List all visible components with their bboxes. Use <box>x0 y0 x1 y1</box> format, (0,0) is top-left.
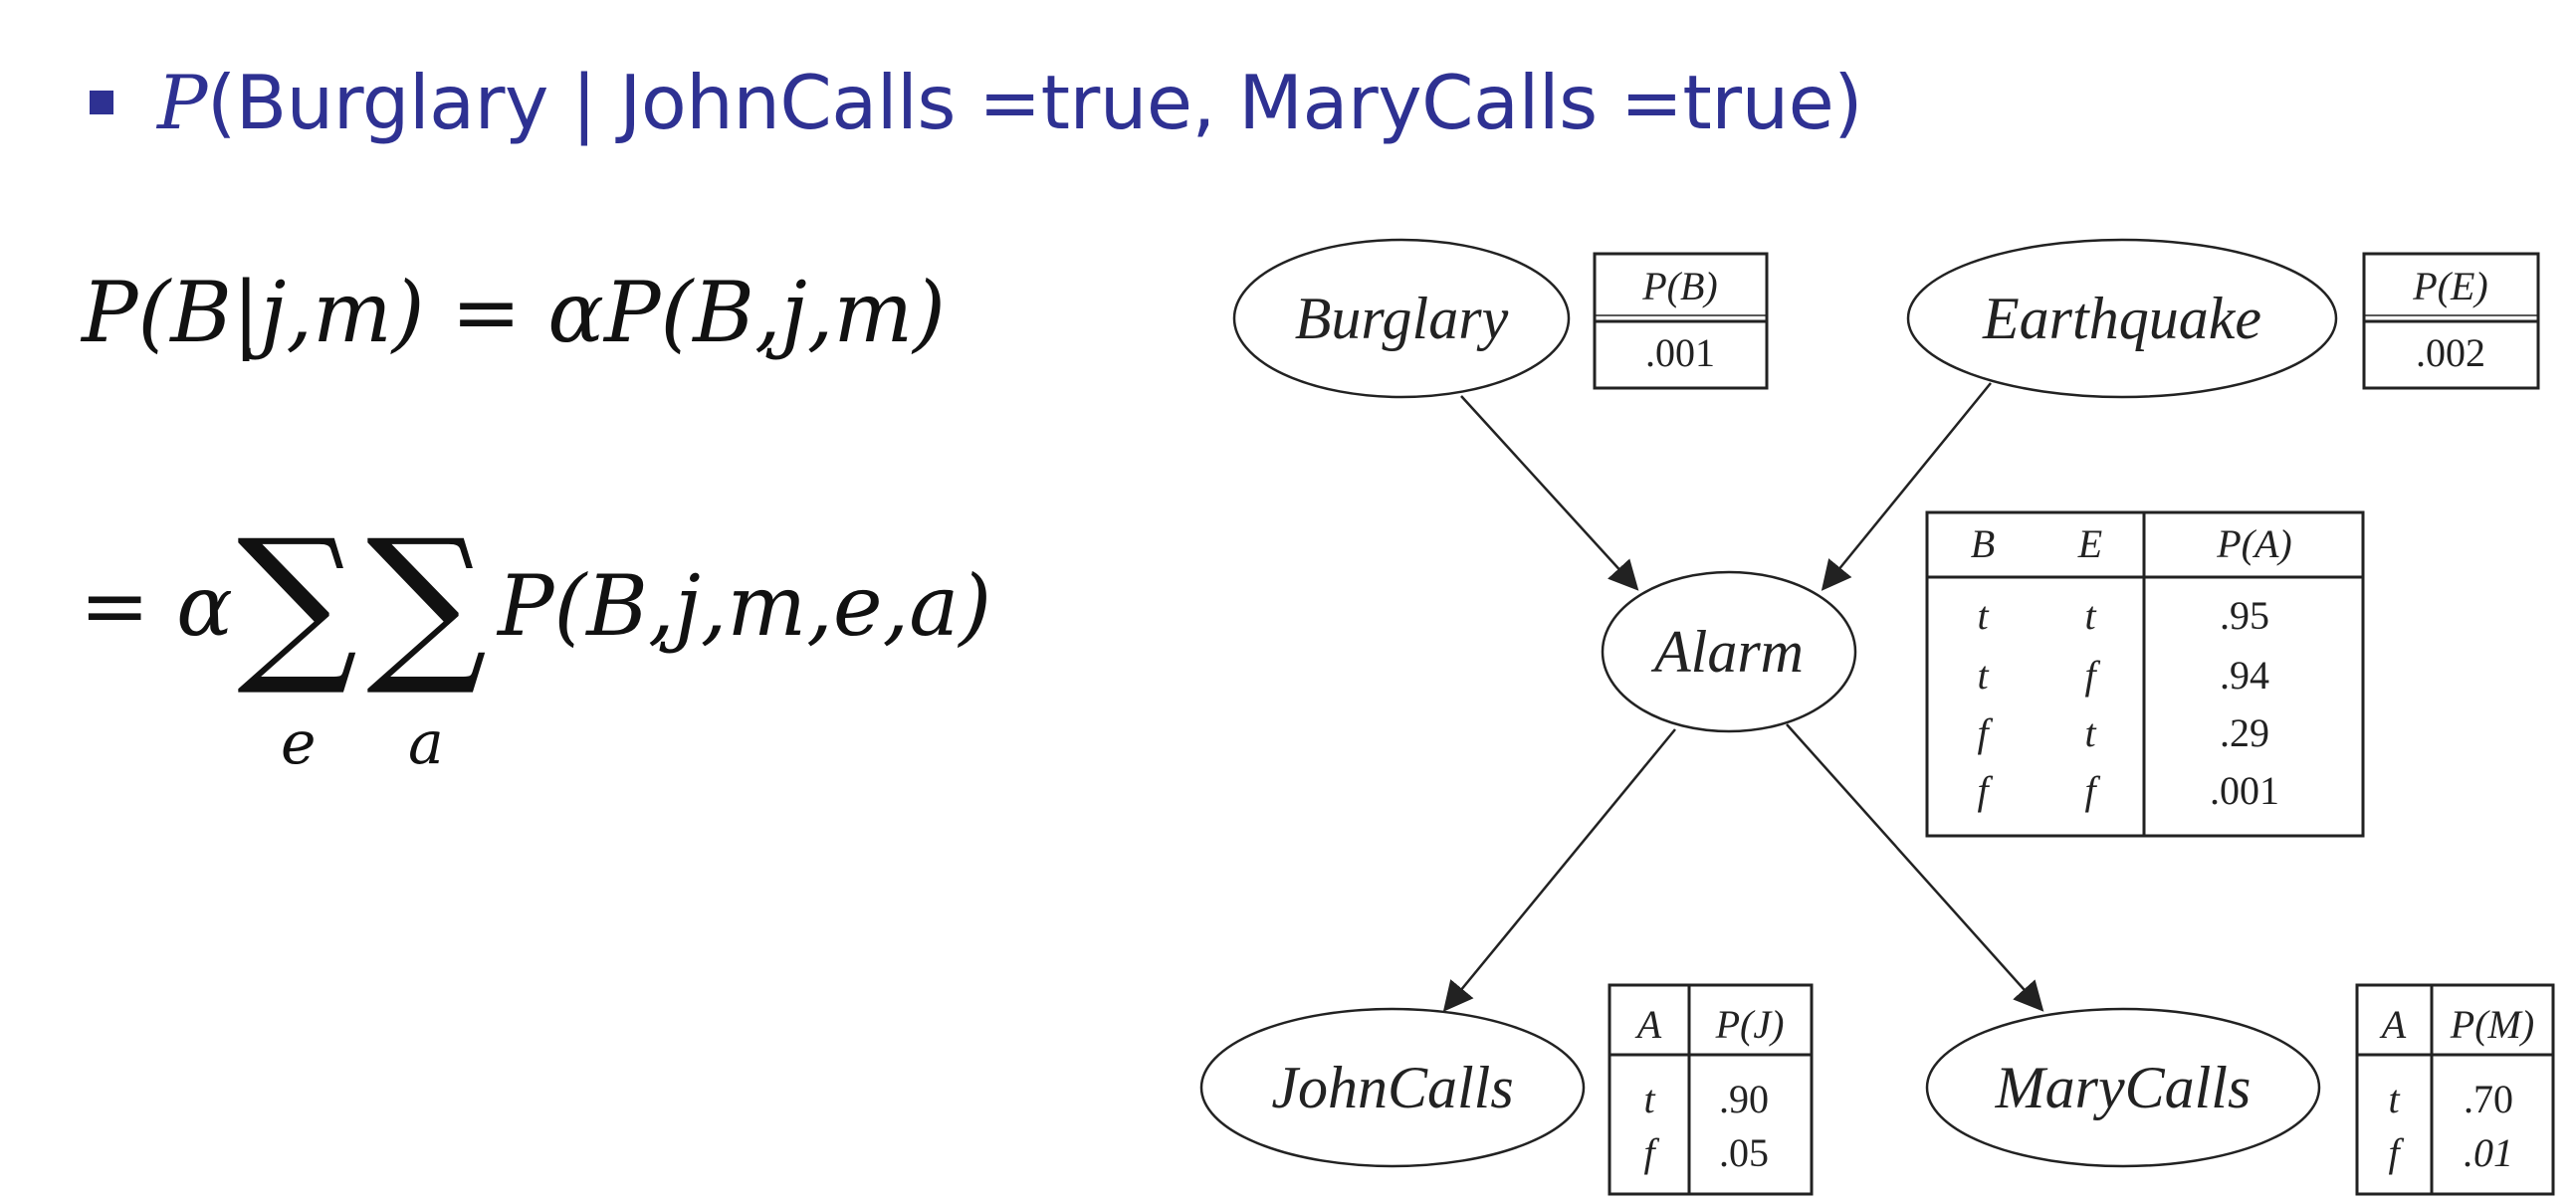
cpt-earthquake: P(E) .002 <box>2362 252 2540 390</box>
cpt-alarm-header-pa: P(A) <box>2216 521 2292 566</box>
cpt-johncalls: A P(J) t .90 f .05 <box>1608 983 1814 1196</box>
cpt-burglary-value: .001 <box>1645 330 1715 375</box>
cpt-burglary: P(B) .001 <box>1593 252 1769 390</box>
slide-title: P(Burglary | JohnCalls =true, MaryCalls … <box>157 59 1863 146</box>
cpt-alarm-cell: .95 <box>2220 593 2269 638</box>
cpt-alarm: B E P(A) t t .95 t f .94 f t .29 f f .00… <box>1925 510 2365 838</box>
cpt-earthquake-value: .002 <box>2416 330 2485 375</box>
node-burglary: Burglary <box>1232 238 1571 399</box>
node-marycalls-label: MaryCalls <box>1995 1055 2252 1120</box>
title-rest: (Burglary | JohnCalls =true, MaryCalls =… <box>206 59 1863 146</box>
cpt-marycalls-cell: t <box>2388 1077 2400 1121</box>
edge-alarm-marycalls <box>1786 723 2044 1012</box>
cpt-alarm-cell: .001 <box>2210 768 2279 813</box>
edge-burglary-alarm <box>1460 395 1639 591</box>
node-marycalls: MaryCalls <box>1925 1007 2321 1168</box>
cpt-alarm-cell: t <box>1977 653 1989 698</box>
cpt-johncalls-cell: .90 <box>1719 1077 1769 1121</box>
cpt-alarm-cell: .94 <box>2220 653 2269 698</box>
cpt-alarm-header-e: E <box>2077 521 2102 566</box>
cpt-burglary-header: P(B) <box>1641 264 1718 308</box>
cpt-alarm-cell: t <box>1977 593 1989 638</box>
cpt-johncalls-header-pj: P(J) <box>1715 1002 1785 1047</box>
edge-alarm-johncalls <box>1442 728 1676 1012</box>
cpt-alarm-header-b: B <box>1971 521 1995 566</box>
bullet-square-icon <box>90 91 113 114</box>
cpt-johncalls-cell: t <box>1643 1077 1655 1121</box>
node-earthquake: Earthquake <box>1906 238 2338 399</box>
cpt-marycalls-header-a: A <box>2379 1002 2407 1047</box>
node-alarm: Alarm <box>1601 570 1857 733</box>
node-johncalls-label: JohnCalls <box>1271 1055 1513 1120</box>
cpt-alarm-cell: t <box>2084 593 2096 638</box>
equation-2-rhs: P(B,j,m,e,a) <box>498 557 992 655</box>
node-earthquake-label: Earthquake <box>1982 286 2261 351</box>
cpt-marycalls-cell: .01 <box>2464 1130 2513 1175</box>
sum-subscript-e: e <box>281 708 317 778</box>
cpt-alarm-cell: .29 <box>2220 710 2269 755</box>
cpt-marycalls: A P(M) t .70 f .01 <box>2355 983 2555 1196</box>
node-burglary-label: Burglary <box>1295 286 1509 351</box>
equation-2-lhs: = α <box>80 557 233 655</box>
edges <box>1442 382 2044 1012</box>
cpt-johncalls-cell: .05 <box>1719 1130 1769 1175</box>
node-johncalls: JohnCalls <box>1199 1007 1586 1168</box>
cpt-alarm-cell: t <box>2084 710 2096 755</box>
equation-1: P(B|j,m) = αP(B,j,m) <box>82 264 946 361</box>
sum-symbol-a: ∑ <box>366 503 488 701</box>
cpt-marycalls-cell: .70 <box>2464 1077 2513 1121</box>
edge-earthquake-alarm <box>1821 382 1992 591</box>
node-alarm-label: Alarm <box>1650 619 1804 685</box>
cpt-marycalls-header-pm: P(M) <box>2450 1002 2534 1047</box>
title-bullet: P(Burglary | JohnCalls =true, MaryCalls … <box>90 48 1863 157</box>
cpt-johncalls-header-a: A <box>1634 1002 1662 1047</box>
sum-subscript-a: a <box>408 708 444 778</box>
cpt-earthquake-header: P(E) <box>2412 264 2488 308</box>
title-p: P <box>157 59 207 146</box>
sum-symbol-e: ∑ <box>237 503 358 701</box>
